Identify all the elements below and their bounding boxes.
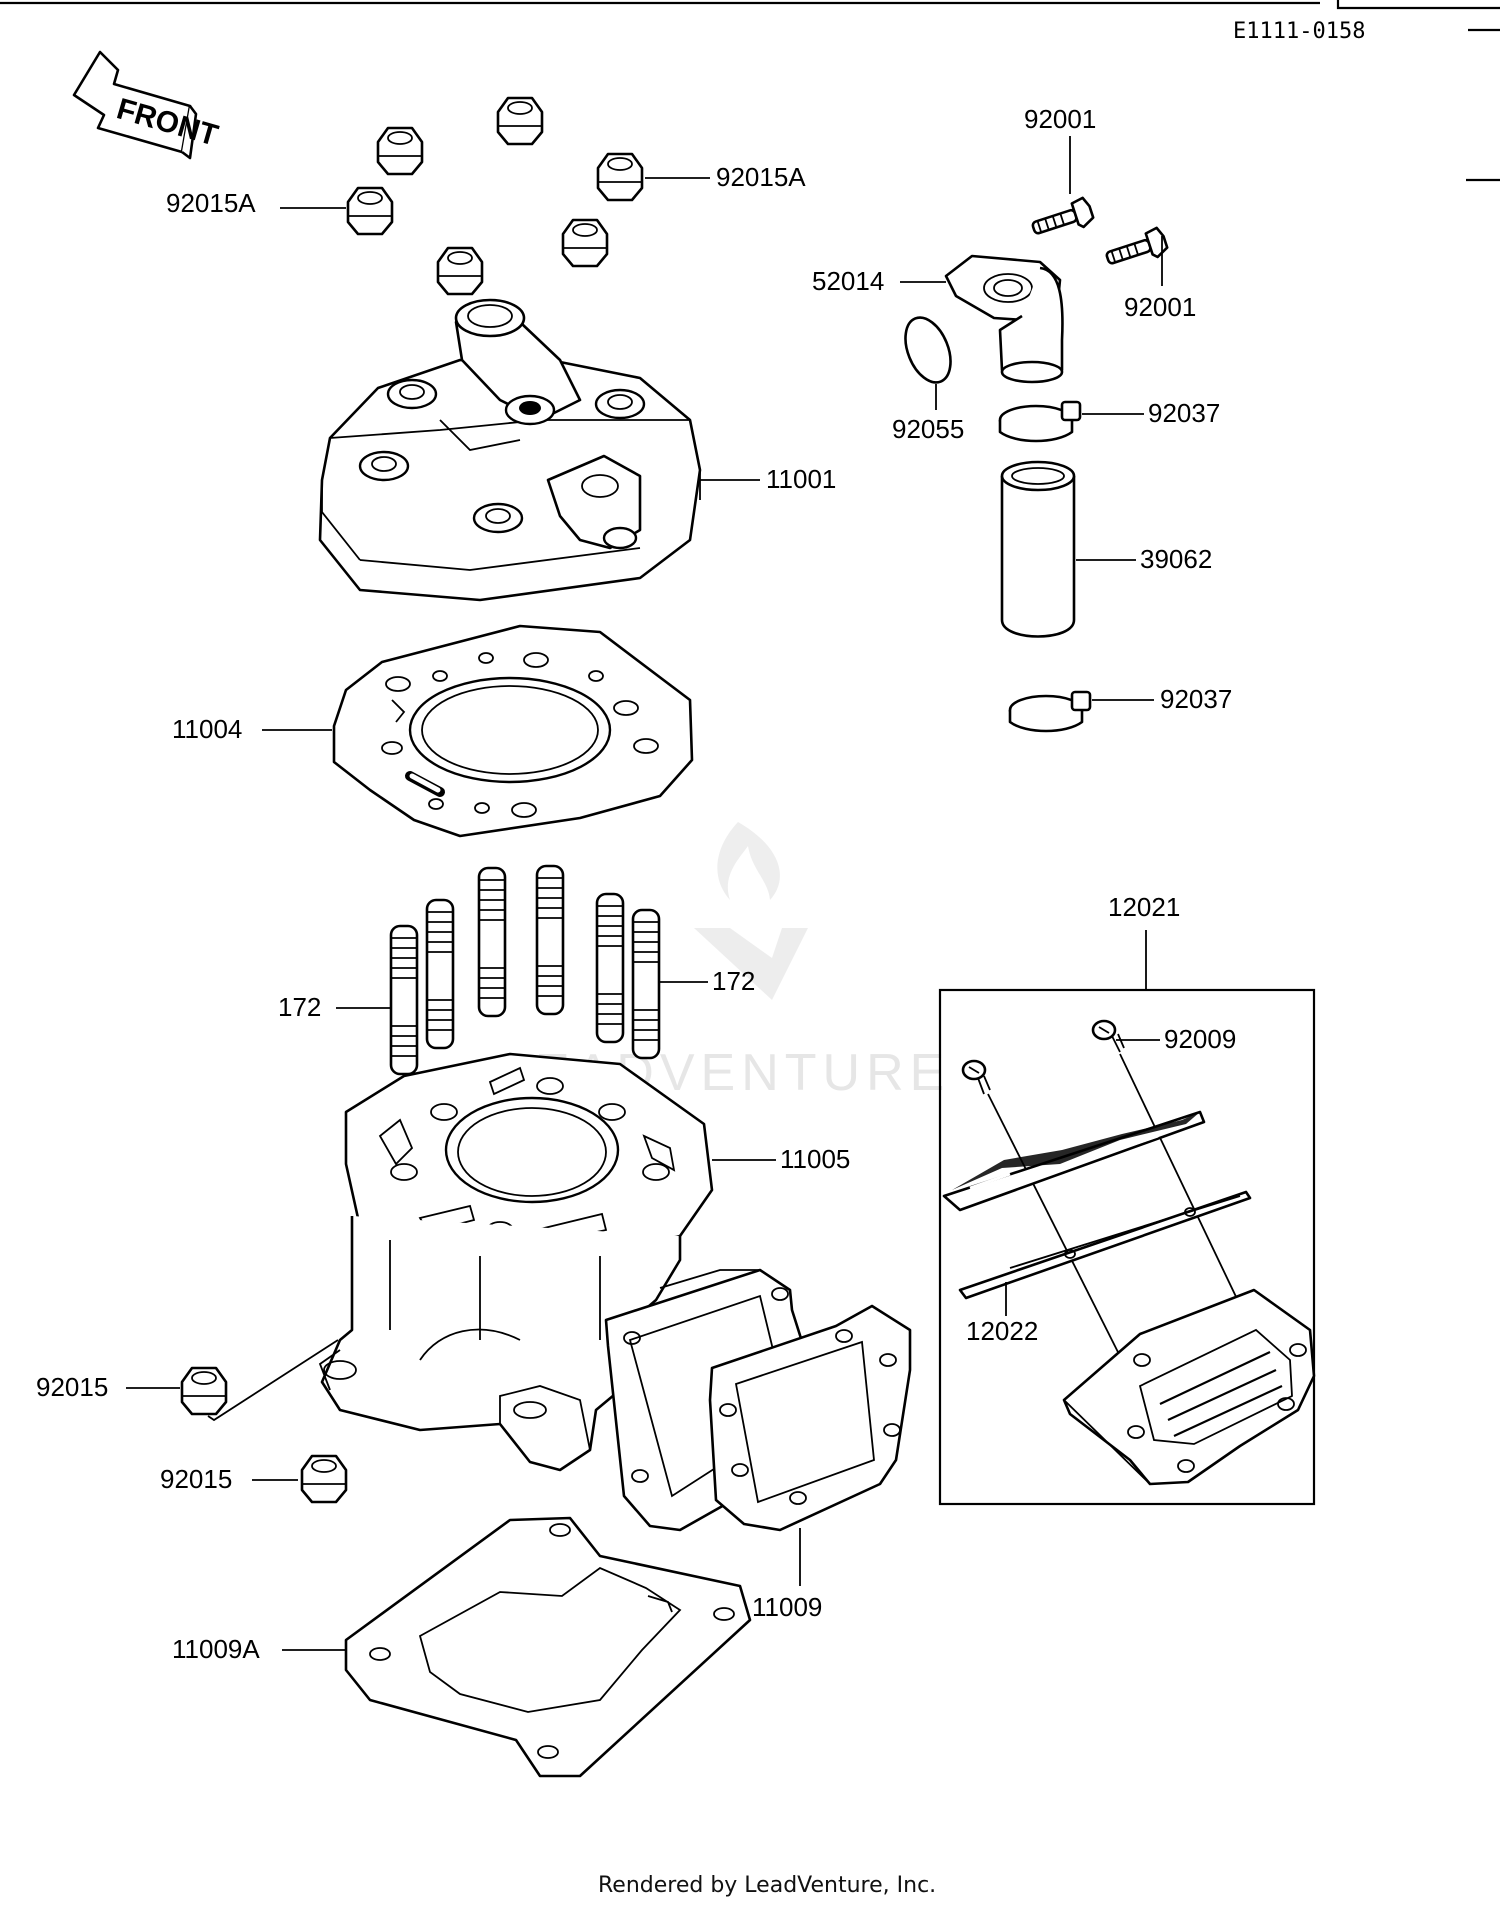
callout-92015A-right: 92015A (716, 162, 806, 192)
head-gasket-icon (332, 624, 694, 838)
callout-12021: 12021 (1108, 892, 1180, 922)
callout-92037-top: 92037 (1148, 398, 1220, 428)
callout-92037-bottom: 92037 (1160, 684, 1232, 714)
reed-valve-icon (942, 1019, 1316, 1486)
footer-credit: Rendered by LeadVenture, Inc. (598, 1873, 936, 1898)
base-gasket-icon (344, 1516, 752, 1778)
hose-clamp-icon (998, 400, 1092, 733)
callout-11009: 11009 (752, 1592, 822, 1622)
callout-92015-b: 92015 (160, 1464, 232, 1494)
reed-valve-assembly-box (938, 988, 1316, 1506)
callout-11004: 11004 (172, 714, 242, 744)
o-ring-icon (904, 316, 952, 384)
callout-12022: 12022 (966, 1316, 1038, 1346)
callout-39062: 39062 (1140, 544, 1212, 574)
cylinder-head-icon (318, 298, 702, 602)
callout-172-right: 172 (712, 966, 755, 996)
base-nut-icon (180, 1366, 348, 1504)
callout-11001: 11001 (766, 464, 836, 494)
callout-92001-right: 92001 (1124, 292, 1196, 322)
callout-52014: 52014 (812, 266, 884, 296)
cylinder-icon (318, 1052, 761, 1472)
stud-bolt-icon (389, 864, 661, 1076)
callout-11009A: 11009A (172, 1634, 260, 1664)
page-border (0, 0, 1500, 182)
callout-92055: 92055 (892, 414, 964, 444)
watermark-logo (694, 822, 808, 1000)
water-outlet-icon (944, 254, 1064, 384)
callout-11005: 11005 (780, 1144, 850, 1174)
reed-flange-gasket-icon (604, 1268, 912, 1532)
callout-92001-top: 92001 (1024, 104, 1096, 134)
bolt-icon (1031, 196, 1169, 265)
callout-92009: 92009 (1164, 1024, 1236, 1054)
coolant-hose-icon (1000, 460, 1076, 638)
head-nut-icon (346, 96, 644, 296)
callout-92015-a: 92015 (36, 1372, 108, 1402)
diagram-code: E1111-0158 (1233, 19, 1365, 44)
callout-92015A-left: 92015A (166, 188, 256, 218)
front-arrow-icon: FRONT (72, 50, 221, 160)
callout-172-left: 172 (278, 992, 321, 1022)
